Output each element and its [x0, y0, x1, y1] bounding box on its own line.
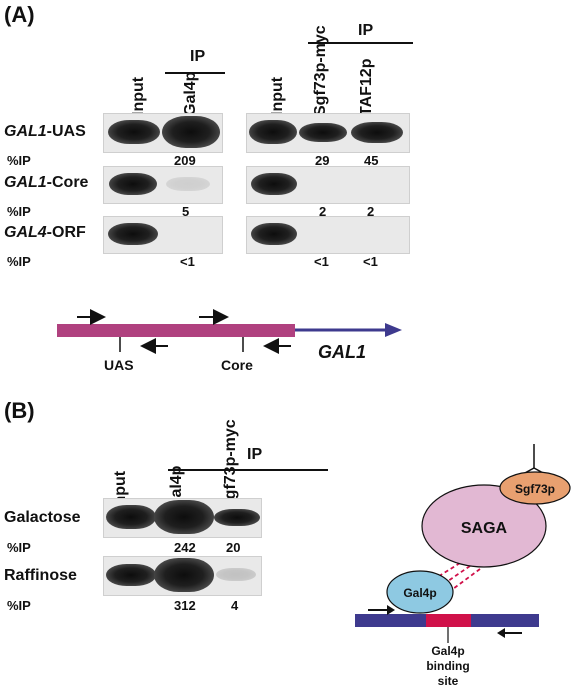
pct-sgf73-galactose: 20	[226, 540, 241, 555]
row-label-gal1-core: GAL1-Core	[4, 174, 89, 191]
band	[351, 122, 403, 143]
sgf73p-ellipse	[499, 471, 571, 505]
band	[154, 558, 214, 592]
gel-a-row3-left	[103, 216, 223, 254]
pct-gal4p-row1: 209	[174, 153, 196, 168]
pct-label-galactose: %IP	[7, 540, 31, 555]
ip-label-b: IP	[247, 446, 263, 463]
pct-taf12-row2: 2	[367, 204, 375, 219]
pct-label-row1: %IP	[7, 153, 31, 168]
ip-underline-b	[168, 469, 328, 471]
pct-taf12-row3: <1	[363, 254, 378, 269]
band	[216, 568, 256, 581]
band	[109, 173, 157, 195]
col-taf12p: TAF12p	[358, 58, 375, 116]
ip-label-left: IP	[190, 48, 206, 65]
binding-site-label-line2: binding	[426, 659, 469, 673]
band	[106, 564, 156, 586]
band	[108, 223, 158, 245]
gal1-gene-label: GAL1	[318, 342, 366, 362]
pct-taf12-row1: 45	[364, 153, 379, 168]
col-sgf73p-myc: Sgf73p-myc	[312, 25, 329, 116]
pct-sgf73-row3: <1	[314, 254, 329, 269]
row-label-gal4-orf: GAL4-ORF	[4, 224, 86, 241]
pct-label-row3: %IP	[7, 254, 31, 269]
col-input-left: Input	[130, 76, 147, 116]
gel-a-row2-right	[246, 166, 410, 204]
primer-arrowhead-reverse	[497, 628, 505, 638]
col-b-sgf73p-myc: Sgf73p-myc	[222, 419, 239, 510]
pct-gal4p-row3: <1	[180, 254, 195, 269]
pct-sgf73-row1: 29	[315, 153, 330, 168]
band	[251, 173, 297, 195]
pct-gal4p-raffinose: 312	[174, 598, 196, 613]
pct-sgf73-raffinose: 4	[231, 598, 239, 613]
pct-sgf73-row2: 2	[319, 204, 327, 219]
gel-b-galactose	[103, 498, 262, 538]
primer-arrowhead-forward	[387, 605, 395, 615]
band	[299, 123, 347, 142]
gal4p-ellipse	[386, 570, 454, 614]
saga-ellipse	[421, 484, 547, 568]
gel-a-row1-right	[246, 113, 410, 153]
band	[162, 116, 220, 148]
band	[108, 120, 160, 144]
col-input-right: Input	[269, 76, 286, 116]
pct-label-raffinose: %IP	[7, 598, 31, 613]
sgf73p-label: Sgf73p	[515, 482, 555, 496]
row-label-raffinose: Raffinose	[4, 567, 77, 584]
pct-gal4p-row2: 5	[182, 204, 190, 219]
panel-a-label: (A)	[4, 2, 35, 27]
gel-a-row3-right	[246, 216, 410, 254]
uas-label: UAS	[104, 357, 134, 373]
ip-label-right: IP	[358, 22, 374, 39]
gel-a-row2-left	[103, 166, 223, 204]
pct-label-row2: %IP	[7, 204, 31, 219]
gal4p-binding-site	[426, 614, 471, 627]
binding-site-label-line1: Gal4p	[431, 644, 464, 658]
band	[249, 120, 297, 144]
gel-b-raffinose	[103, 556, 262, 596]
gal1-transcript-arrowhead	[385, 323, 402, 337]
band	[251, 223, 297, 245]
col-gal4p: Gal4p	[182, 71, 199, 116]
band	[214, 509, 260, 526]
gal1-schematic: UAS Core GAL1	[57, 309, 402, 373]
gel-a-row1-left	[103, 113, 223, 153]
saga-label: SAGA	[461, 520, 508, 537]
pct-gal4p-galactose: 242	[174, 540, 196, 555]
interaction-link	[433, 568, 481, 604]
panel-b-label: (B)	[4, 398, 35, 423]
ip-underline-right	[308, 42, 413, 44]
binding-site-label-line3: site	[438, 674, 459, 688]
band	[166, 177, 210, 191]
gal1-promoter-bar	[57, 324, 295, 337]
gal4p-label: Gal4p	[403, 586, 436, 600]
ip-underline-left	[165, 72, 225, 74]
core-label: Core	[221, 357, 253, 373]
band	[106, 505, 156, 529]
row-label-gal1-uas: GAL1-UAS	[4, 123, 86, 140]
row-label-galactose: Galactose	[4, 509, 81, 526]
saga-model: SAGA Sgf73p Gal4p Gal4p binding site	[355, 444, 571, 688]
band	[154, 500, 214, 534]
